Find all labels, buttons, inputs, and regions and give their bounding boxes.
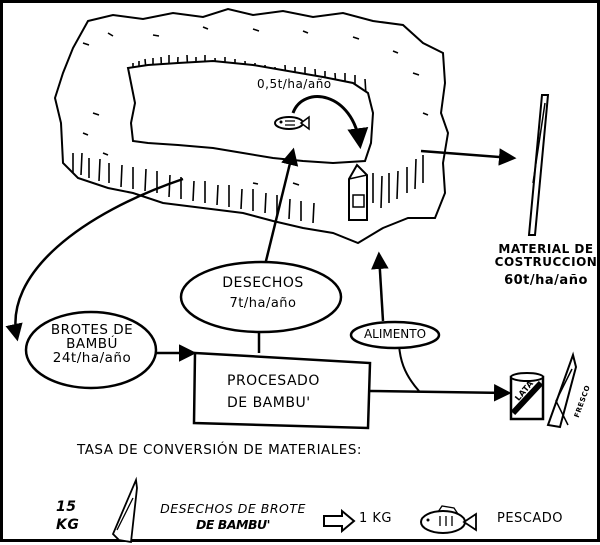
food-node-label: ALIMENTO <box>363 327 427 341</box>
sprouts-line2: BAMBÚ <box>66 336 118 353</box>
construction-line1: MATERIAL DE <box>498 242 594 256</box>
food-to-pond-arrow <box>371 251 389 322</box>
processing-line2: DE BAMBU' <box>227 394 311 411</box>
output-description: PESCADO <box>497 511 564 526</box>
pond-to-construction-arrow <box>420 148 517 166</box>
waste-rate: 7t/ha/año <box>229 295 297 311</box>
conversion-title: TASA DE CONVERSIÓN DE MATERIALES: <box>77 442 362 458</box>
waste-node-label: DESECHOS 7t/ha/año <box>183 276 343 310</box>
sprouts-line1: BROTES DE <box>50 322 134 338</box>
diagram-artwork <box>5 7 578 544</box>
waste-title: DESECHOS <box>222 275 304 291</box>
processing-line1: PROCESADO <box>227 373 320 389</box>
construction-label: MATERIAL DE COSTRUCCION 60t/ha/año <box>490 243 600 288</box>
sprouts-node-shape <box>24 310 158 390</box>
construction-rate: 60t/ha/año <box>504 273 588 289</box>
input-quantity: 15 KG <box>56 498 79 534</box>
input-qty-line1: 15 <box>56 499 77 515</box>
processing-to-products-arrow <box>369 384 512 402</box>
bamboo-shoot-small-icon <box>111 476 138 544</box>
processing-node-label: PROCESADO DE BAMBU' <box>227 371 320 414</box>
input-description: DESECHOS DE BROTE DE BAMBU' <box>141 501 325 534</box>
forest-to-sprouts-arrow <box>5 177 184 342</box>
sprouts-node-label: BROTES DE BAMBÚ 24t/ha/año <box>28 323 156 366</box>
output-quantity: 1 KG <box>359 511 393 526</box>
bamboo-shoot-icon <box>546 351 578 429</box>
can-icon <box>509 372 545 421</box>
input-qty-line2: KG <box>56 517 80 534</box>
food-node-shape <box>349 320 441 350</box>
waste-to-pond-arrow <box>263 147 299 266</box>
house-icon <box>348 163 368 221</box>
sprouts-rate: 24t/ha/año <box>52 350 132 367</box>
fish-small-icon <box>420 505 477 534</box>
input-desc-line1: DESECHOS DE BROTE <box>160 501 306 516</box>
construction-line2: COSTRUCCION <box>494 254 598 269</box>
arrow-icon <box>323 508 356 534</box>
fish-icon <box>274 115 310 131</box>
pond-fish-yield: 0,5t/ha/año <box>257 77 332 91</box>
pond-icon <box>126 59 375 165</box>
input-desc-line2: DE BAMBU' <box>196 517 270 533</box>
fish-to-house-arrow <box>291 95 369 150</box>
bamboo-pole-icon <box>527 94 550 236</box>
waste-node-shape <box>179 260 343 334</box>
food-branch-line <box>398 344 420 392</box>
processing-node-shape <box>192 351 372 430</box>
